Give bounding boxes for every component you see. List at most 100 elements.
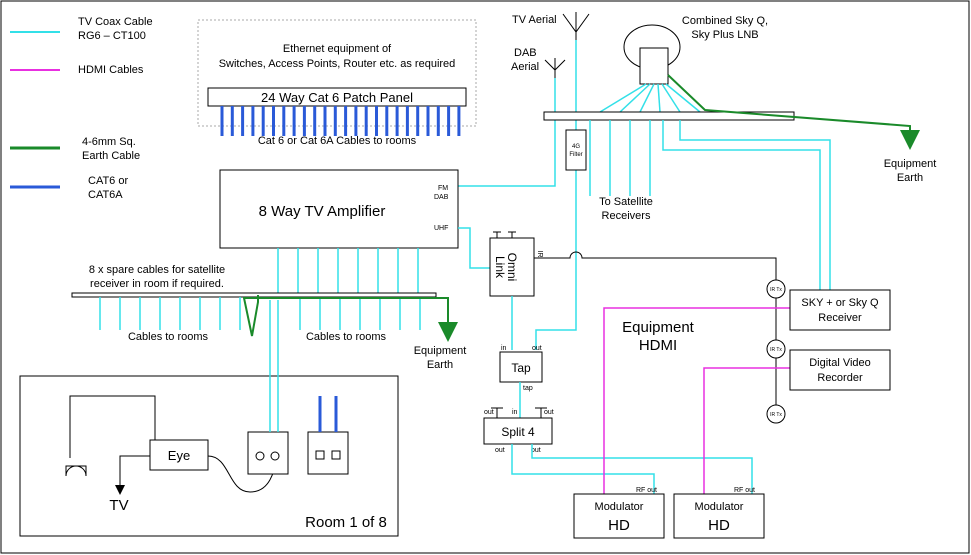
splitter-label: Split 4 [501,425,535,439]
lnb-label-2: Sky Plus LNB [691,29,758,41]
room-cat6-cables [318,396,338,432]
modulator-2-hd: HD [708,517,730,534]
digital-video-recorder [789,349,891,391]
cables-to-rooms-left: Cables to rooms [128,331,209,343]
amplifier-fm: FM [438,185,448,192]
eye-cable [69,395,156,458]
lnb-icon [639,47,669,85]
spare-cables-label-1: 8 x spare cables for satellite [89,264,225,276]
eye-unit [149,439,209,471]
ir-transmitter-icon [766,339,786,359]
legend-coax-sub: RG6 – CT100 [78,30,146,42]
tap-out: out [532,345,542,352]
socket-port-1-icon [255,451,265,461]
4g-filter-label-2: Filter [569,152,582,158]
room-label: Room 1 of 8 [305,514,387,531]
4g-filter [565,129,587,171]
ethernet-line2: Switches, Access Points, Router etc. as … [219,58,456,70]
equipment-hdmi-label-1: Equipment [622,319,695,336]
dab-aerial-label-1: DAB [514,47,537,59]
modulator-2-title: Modulator [695,501,744,513]
satellite-drops [589,120,831,290]
legend-cat6-label: CAT6 or [88,175,128,187]
legend: TV Coax Cable RG6 – CT100 HDMI Cables 4-… [10,16,153,201]
split-out-br: out [531,447,541,454]
split-out-tr: out [544,409,554,416]
ethernet-line1: Ethernet equipment of [283,43,392,55]
modulator-2: Modulator HD RF out [673,487,765,539]
room-coax-feed [269,300,279,432]
legend-earth-label: 4-6mm Sq. [82,136,136,148]
modulator-2-rf: RF out [734,487,755,494]
tap [499,351,543,383]
cables-to-rooms-right: Cables to rooms [306,331,387,343]
earth-right-label-1: Equipment [884,158,937,170]
tv-label: TV [109,497,128,514]
split-spare-connectors [491,407,547,418]
legend-cat6-sub: CAT6A [88,189,123,201]
room-detail: Room 1 of 8 Eye TV [19,300,399,537]
spare-cables-label-2: receiver in room if required. [90,278,224,290]
cat6-cable-drops [220,106,461,136]
earth-right-label-2: Earth [897,172,923,184]
split-to-modulator-coax [511,444,753,494]
ir-transmitter-label: IR Tx [770,287,782,293]
omni-link-label-2: Link [493,256,507,279]
amplifier-title: 8 Way TV Amplifier [259,203,386,220]
sky-receiver-label-1: SKY + or Sky Q [801,297,879,309]
ir-transmitter-label: IR Tx [770,412,782,418]
equipment-hdmi-label-2: HDMI [639,337,677,354]
eye-to-tv-line [115,455,150,495]
sky-receiver-label-2: Receiver [818,312,862,324]
amplifier-dab: DAB [434,194,449,201]
aerials: TV Aerial DAB Aerial Combined Sky Q, Sky… [511,12,768,85]
omni-link-ir: IR [536,251,543,258]
spare-cables-bar [71,292,437,298]
legend-earth-sub: Earth Cable [82,150,140,162]
earth-mid-label-2: Earth [427,359,453,371]
ir-transmitter-icon [766,279,786,299]
split-in: in [512,409,518,416]
lnb-label-1: Combined Sky Q, [682,15,768,27]
socket-port-2-icon [270,451,280,461]
modulator-1-title: Modulator [595,501,644,513]
tv-amplifier [219,169,459,249]
data-port-2-icon [331,450,341,460]
dab-aerial-icon [544,58,566,78]
legend-coax-label: TV Coax Cable [78,16,153,28]
tap-in: in [501,345,507,352]
4g-filter-label-1: 4G [572,144,580,150]
sky-receiver [789,289,891,331]
legend-hdmi-label: HDMI Cables [78,64,144,76]
modulator-1-rf: RF out [636,487,657,494]
aerial-coax [458,40,701,350]
data-wall-socket [307,431,349,475]
cat6-cables-label: Cat 6 or Cat 6A Cables to rooms [258,135,417,147]
spare-cable-drops [99,297,421,330]
sat-receivers-label-1: To Satellite [599,196,653,208]
tap-tap: tap [523,385,533,392]
uhf-coax [458,227,490,269]
omni-link-connectors [493,231,516,238]
coax-wall-socket [247,431,289,475]
dvr-label-1: Digital Video [809,357,871,369]
split-out-bl: out [495,447,505,454]
amplifier-output-drops [277,248,419,294]
eye-label: Eye [168,448,190,463]
split-out-tl: out [484,409,494,416]
ethernet-section: Ethernet equipment of Switches, Access P… [197,19,477,147]
modulator-1-hd: HD [608,517,630,534]
ir-control-line [534,251,777,406]
tap-label: Tap [511,361,531,375]
earth-mid-label-1: Equipment [414,345,467,357]
sat-receivers-label-2: Receivers [602,210,651,222]
splitter [483,417,553,445]
data-port-1-icon [315,450,325,460]
modulator-1: Modulator HD RF out [573,487,665,539]
dab-aerial-label-2: Aerial [511,61,539,73]
ethernet-dashed-box [197,19,477,127]
